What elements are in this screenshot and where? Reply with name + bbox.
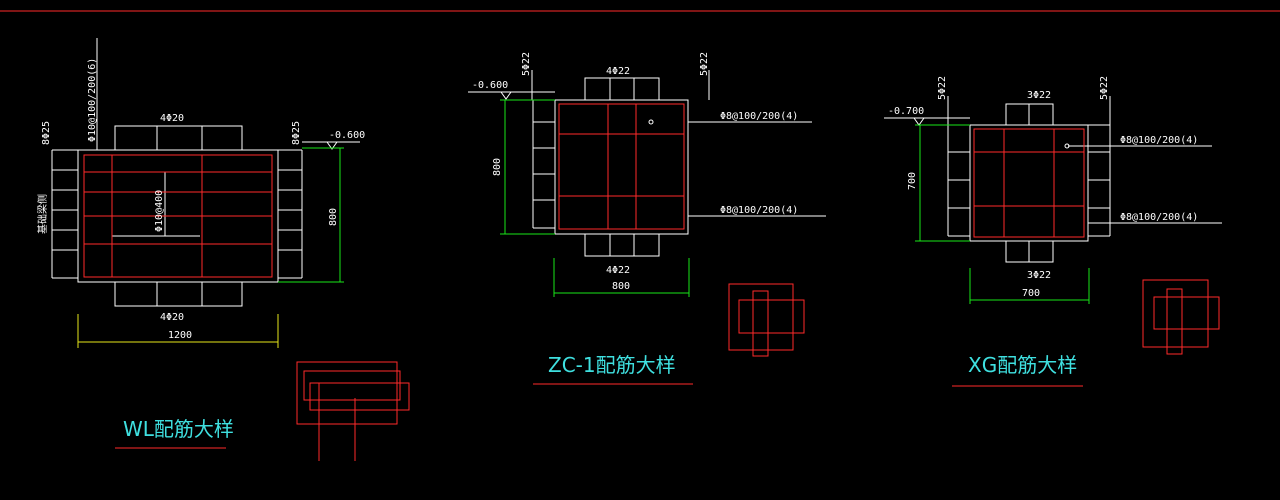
xg-height-label: 700	[907, 172, 918, 190]
xg-elevation-label: -0.700	[888, 106, 924, 117]
wl-section: 4Φ20 4Φ20 8Φ25 8Φ25 Φ10@100/200(6) Φ10@4…	[36, 38, 410, 461]
xg-stirrup	[973, 128, 1085, 238]
wl-stirrup-label: Φ10@100/200(6)	[87, 58, 98, 142]
wl-side-note-label: 基础梁侧	[36, 194, 49, 234]
xg-top-bars-label: 3Φ22	[1027, 90, 1051, 101]
xg-width-label: 700	[1022, 288, 1040, 299]
wl-bottom-protrusion	[114, 282, 243, 307]
zc1-section: 4Φ22 4Φ22 5Φ22 5Φ22 Φ8@100/200(4) Φ8@100…	[468, 52, 826, 385]
wl-width-label: 1200	[168, 330, 192, 341]
xg-right-bars-label: 5Φ22	[1099, 76, 1110, 100]
wl-top-protrusion	[114, 125, 243, 150]
wl-height-label: 800	[328, 208, 339, 226]
xg-stirrup-label-1: Φ8@100/200(4)	[1120, 135, 1198, 146]
wl-bottom-bars-label: 4Φ20	[160, 312, 184, 323]
zc1-right-bars-label: 5Φ22	[699, 52, 710, 76]
zc1-bottom-bars-label: 4Φ22	[606, 265, 630, 276]
xg-section: 3Φ22 3Φ22 5Φ22 5Φ22 Φ8@100/200(4) Φ8@100…	[884, 76, 1222, 387]
wl-middle-tie-label: Φ10@400	[154, 190, 165, 232]
wl-left-bars-label: 8Φ25	[41, 121, 52, 145]
zc1-width-label: 800	[612, 281, 630, 292]
zc1-top-bars-label: 4Φ22	[606, 66, 630, 77]
xg-bottom-bars-label: 3Φ22	[1027, 270, 1051, 281]
zc1-stirrup-label-1: Φ8@100/200(4)	[720, 111, 798, 122]
wl-title: WL配筋大样	[123, 417, 234, 441]
xg-left-bars-label: 5Φ22	[937, 76, 948, 100]
zc1-title: ZC-1配筋大样	[548, 353, 676, 377]
wl-elevation-label: -0.600	[329, 130, 365, 141]
zc1-height-label: 800	[492, 158, 503, 176]
xg-stirrup-label-2: Φ8@100/200(4)	[1120, 212, 1198, 223]
wl-outline	[77, 149, 279, 283]
xg-title: XG配筋大样	[968, 353, 1077, 377]
xg-stirrup-shape	[1142, 279, 1220, 355]
wl-top-bars-label: 4Φ20	[160, 113, 184, 124]
zc1-elevation-label: -0.600	[472, 80, 508, 91]
zc1-stirrup-shape	[728, 283, 805, 357]
wl-right-bars-label: 8Φ25	[291, 121, 302, 145]
zc1-stirrup	[558, 103, 685, 230]
wl-stirrup-shape	[296, 361, 410, 461]
zc1-outline	[554, 99, 689, 235]
xg-outline	[969, 124, 1089, 242]
zc1-left-bars-label: 5Φ22	[521, 52, 532, 76]
zc1-stirrup-label-2: Φ8@100/200(4)	[720, 205, 798, 216]
